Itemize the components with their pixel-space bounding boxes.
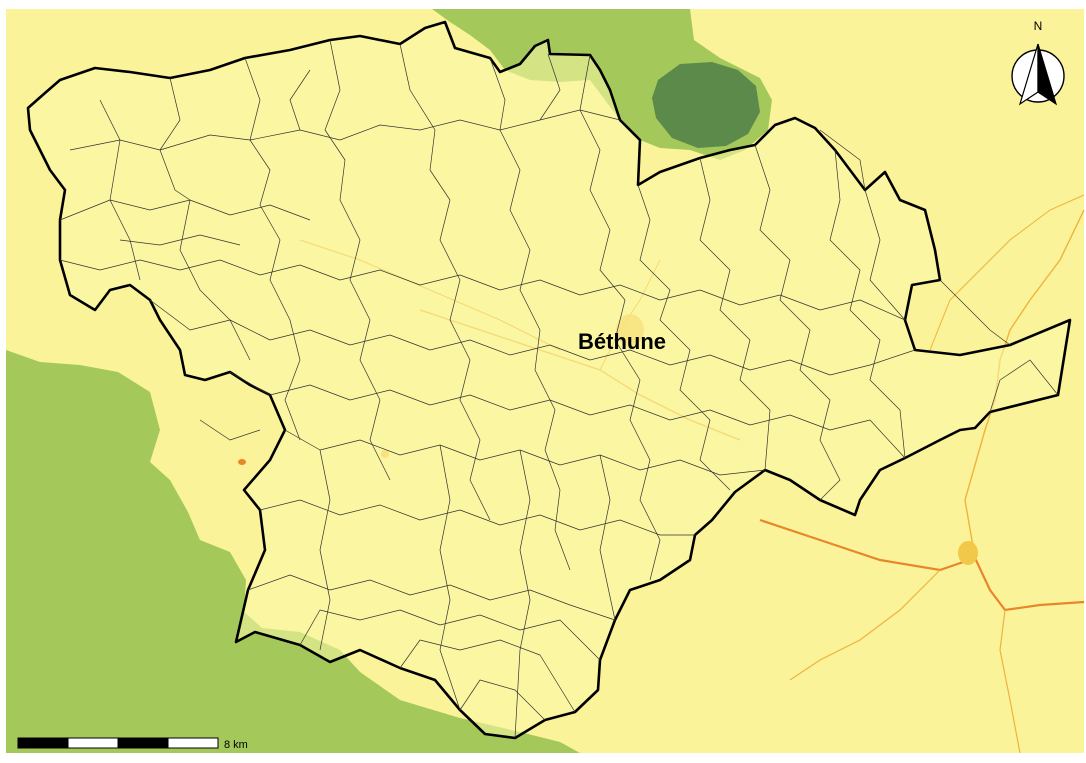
road-east-4	[999, 609, 1021, 754]
commune-lines	[59, 39, 1059, 739]
city-label: Béthune	[578, 329, 666, 354]
road-east-5	[929, 194, 1085, 351]
north-arrow-icon	[1018, 43, 1058, 106]
scale-bar: 8 km	[17, 737, 248, 751]
forest-southwest	[6, 350, 580, 753]
scale-label: 8 km	[224, 739, 248, 751]
urban-small	[238, 459, 246, 465]
north-label: N	[1034, 19, 1043, 33]
north-arrow: N	[1011, 19, 1065, 106]
road-east-3	[789, 569, 941, 681]
urban-east	[958, 541, 978, 565]
district-boundary	[26, 20, 1072, 740]
forest-dark-north	[652, 62, 760, 148]
